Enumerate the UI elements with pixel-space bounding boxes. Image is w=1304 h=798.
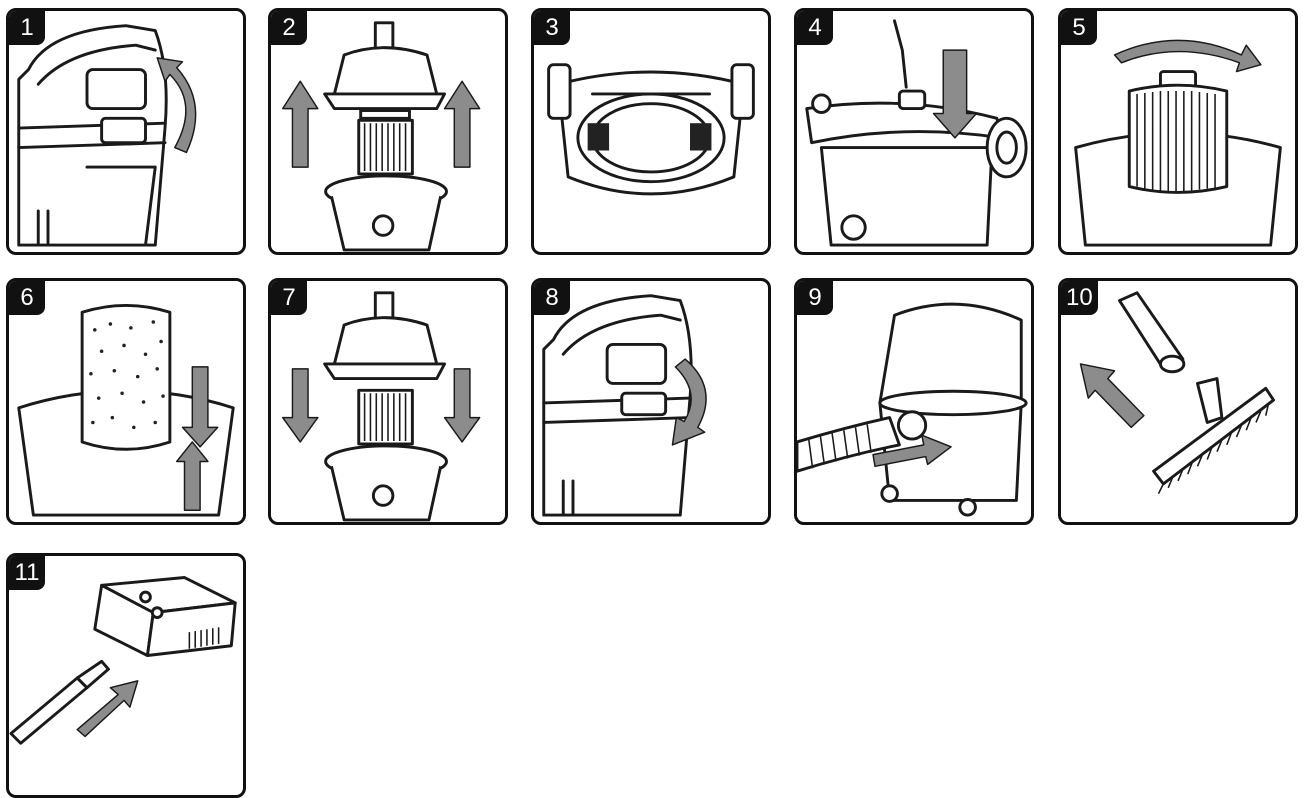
step-number: 2 — [271, 11, 307, 45]
insert-hose-icon — [797, 281, 1031, 522]
step-panel-1: 1 — [6, 8, 246, 255]
foam-sleeve-icon — [9, 281, 243, 522]
step-panel-6: 6 — [6, 278, 246, 525]
connect-charger-icon — [9, 556, 243, 795]
lower-head-icon — [271, 281, 505, 522]
step-number: 5 — [1061, 11, 1097, 45]
step-panel-2: 2 — [268, 8, 508, 255]
step-number: 10 — [1061, 281, 1098, 315]
step-panel-3: 3 — [531, 8, 771, 255]
step-panel-4: 4 — [794, 8, 1034, 255]
open-latch-icon — [9, 11, 243, 252]
step-number: 8 — [534, 281, 570, 315]
step-panel-8: 8 — [531, 278, 771, 525]
step-panel-5: 5 — [1058, 8, 1298, 255]
step-number: 7 — [271, 281, 307, 315]
step-number: 4 — [797, 11, 833, 45]
step-number: 11 — [9, 556, 45, 590]
step-number: 1 — [9, 11, 45, 45]
attach-brush-icon — [1061, 281, 1295, 522]
close-latch-icon — [534, 281, 768, 522]
step-number: 3 — [534, 11, 570, 45]
step-panel-9: 9 — [794, 278, 1034, 525]
step-number: 9 — [797, 281, 833, 315]
twist-filter-icon — [1061, 11, 1295, 252]
wheel-base-icon — [534, 11, 768, 252]
step-panel-11: 11 — [6, 553, 246, 798]
step-number: 6 — [9, 281, 45, 315]
lift-head-icon — [271, 11, 505, 252]
step-panel-7: 7 — [268, 278, 508, 525]
screw-caster-icon — [797, 11, 1031, 252]
step-panel-10: 10 — [1058, 278, 1298, 525]
